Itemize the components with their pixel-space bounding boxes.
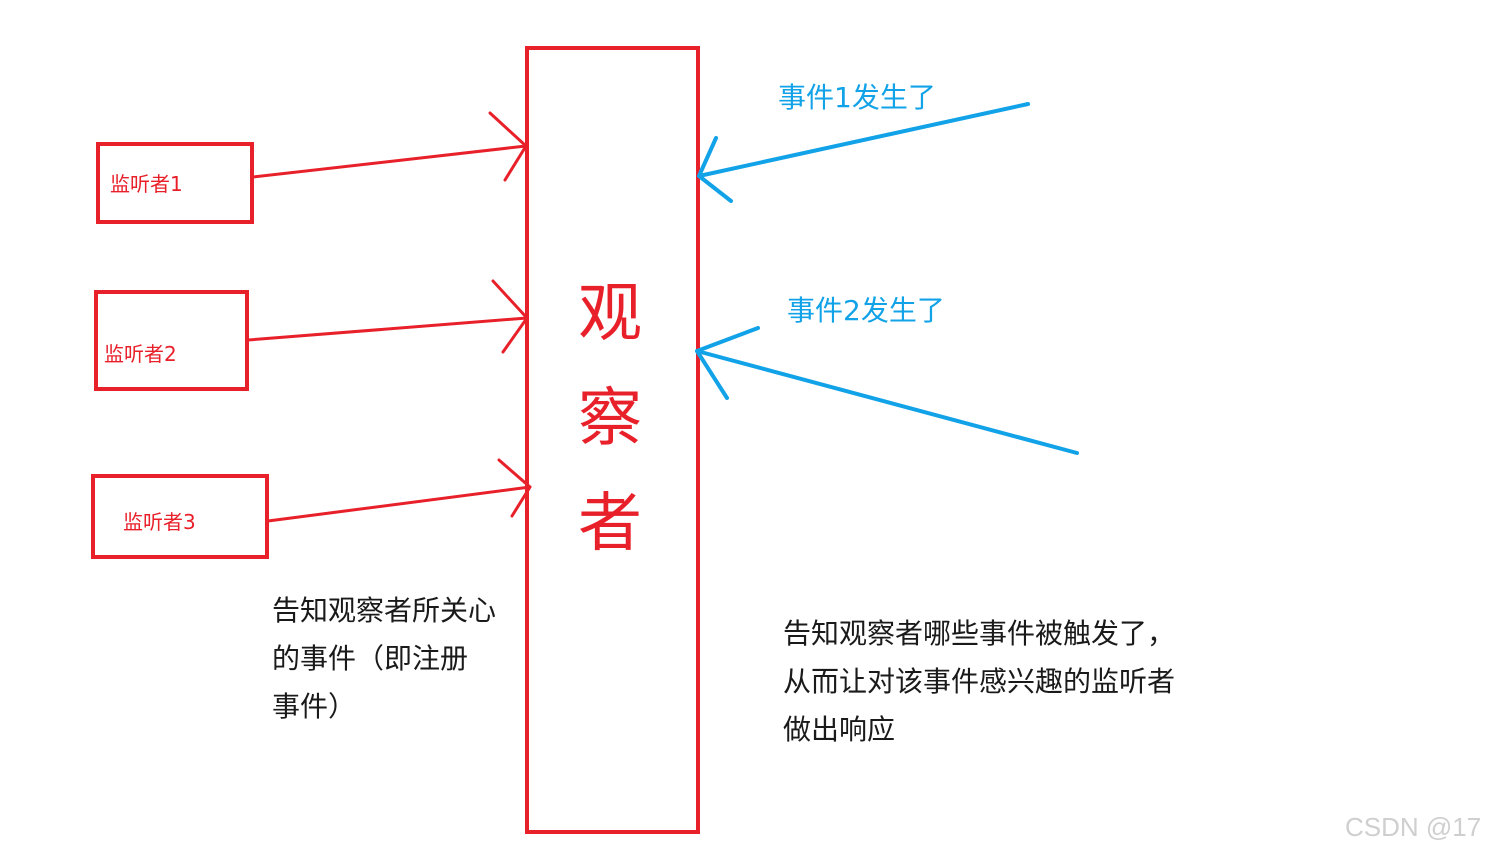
event-arrow-line-1 [697,102,1030,178]
listener-arrow-head-2 [491,279,529,354]
listener-arrow-head-3 [497,458,532,518]
right-note-line-2: 从而让对该事件感兴趣的监听者 [783,665,1175,698]
listener-label-2: 监听者2 [104,342,177,366]
observer-char-2: 察 [578,382,642,456]
left-note-line-3: 事件） [272,690,356,723]
event-arrow-head-1 [697,136,733,203]
listener-arrow-line-1 [251,144,528,179]
listener-arrow-line-2 [246,316,529,342]
observer-char-1: 观 [578,277,642,351]
event-arrow-line-2 [695,349,1079,455]
listener-label-3: 监听者3 [123,510,196,534]
listener-box-3 [91,474,269,559]
listener-label-1: 监听者1 [110,172,183,196]
listener-arrow-line-3 [266,485,532,523]
listener-arrow-head-1 [488,111,528,182]
event-label-2: 事件2发生了 [787,294,945,327]
left-note-line-2: 的事件（即注册 [272,642,468,675]
listener-box-2 [94,290,249,391]
right-note-line-1: 告知观察者哪些事件被触发了， [783,617,1175,650]
right-note-line-3: 做出响应 [783,713,895,746]
observer-char-3: 者 [578,487,642,561]
event-arrow-head-2 [695,326,760,400]
listener-box-1 [96,142,254,224]
left-note-line-1: 告知观察者所关心 [272,594,496,627]
watermark: CSDN @17 [1345,812,1481,842]
observer-box [525,46,700,834]
event-label-1: 事件1发生了 [778,81,936,114]
